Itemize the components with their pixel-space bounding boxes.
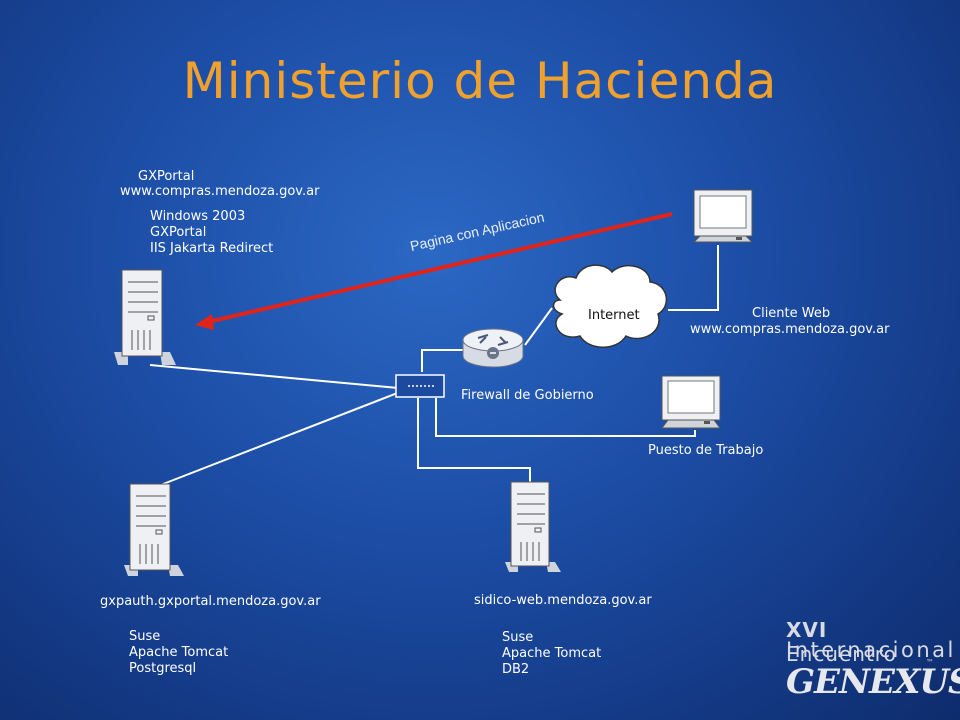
gxportal-details: Windows 2003 GXPortal IIS Jakarta Redire… [150,209,273,257]
cloud-icon [552,264,668,348]
switch-icon [395,374,445,398]
logo-edition: XVI [786,618,828,642]
sidico-detail-os: Suse [502,630,534,645]
page-flow-arrow [195,212,673,330]
router-icon [462,328,524,368]
genexus-logo: XVI Encuentro Internacional GENEXUS ™ [786,618,960,702]
link-gxpauth-switch [157,391,401,487]
link-firewall-internet [524,307,553,346]
gxportal-detail-web: IIS Jakarta Redirect [150,241,274,256]
gxpauth-detail-db: Postgresql [129,661,197,676]
gxpauth-detail-os: Suse [129,629,161,644]
link-gxportal-switch [149,364,399,389]
sidico-detail-db: DB2 [502,662,530,677]
cliente-web-name: Cliente Web [752,306,831,321]
internet-label: Internet [588,308,640,323]
logo-line2: Internacional [786,638,956,662]
sidico-host: sidico-web.mendoza.gov.ar [474,593,652,608]
gxportal-host: www.compras.mendoza.gov.ar [120,184,320,199]
logo-brand: GENEXUS [786,662,960,702]
monitor-icon-cliente-web [692,189,754,243]
link-internet-cliente [668,245,719,311]
page-title: Ministerio de Hacienda [182,52,778,110]
puesto-label: Puesto de Trabajo [648,443,764,458]
sidico-detail-server: Apache Tomcat [502,646,602,661]
gxportal-name: GXPortal [138,169,195,184]
gxpauth-details: Suse Apache Tomcat Postgresql [129,629,228,677]
link-switch-firewall [421,349,465,372]
link-switch-puesto [435,398,696,437]
logo-encuentro: Encuentro [786,642,897,666]
gxpauth-detail-server: Apache Tomcat [129,645,229,660]
logo-line1: XVI Encuentro [786,618,936,666]
cliente-web-host: www.compras.mendoza.gov.ar [690,322,890,337]
logo-trademark: ™ [926,658,934,667]
firewall-label: Firewall de Gobierno [461,388,594,403]
gxportal-detail-app: GXPortal [150,225,207,240]
server-icon-gxportal [114,269,176,365]
gxportal-detail-os: Windows 2003 [150,209,246,224]
monitor-icon-puesto [661,375,721,429]
connections [149,245,719,487]
server-icon-gxpauth [124,483,184,576]
link-switch-sidico [417,398,531,482]
server-icon-sidico [505,481,561,572]
sidico-details: Suse Apache Tomcat DB2 [502,630,601,678]
gxpauth-host: gxpauth.gxportal.mendoza.gov.ar [100,594,321,609]
